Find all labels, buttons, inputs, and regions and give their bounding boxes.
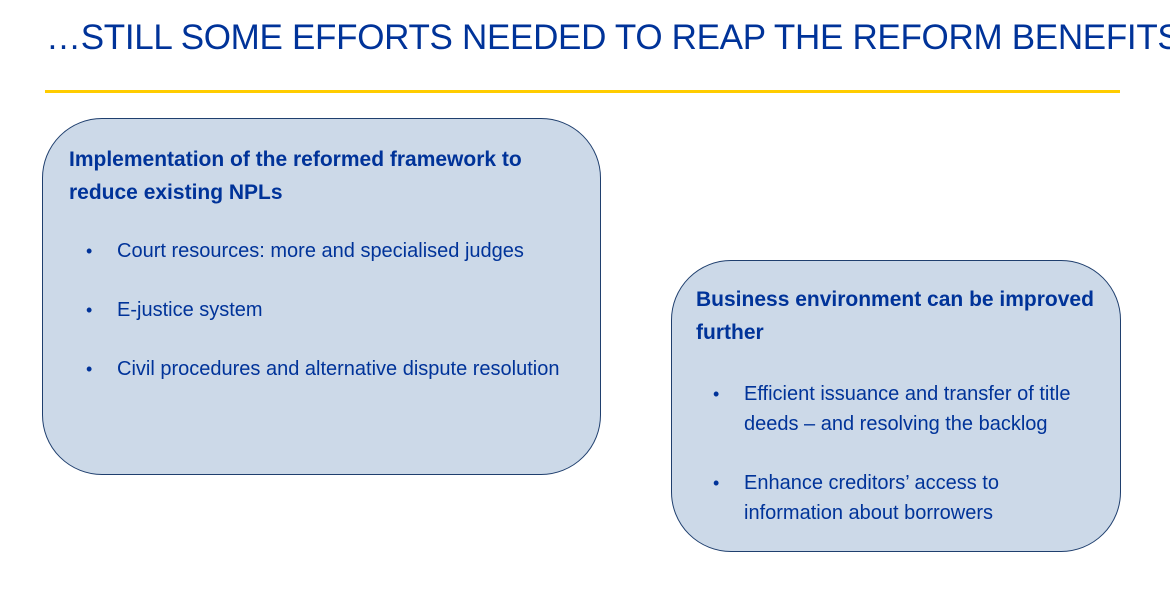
bullet-item: • E-justice system <box>69 295 580 325</box>
implementation-heading: Implementation of the reformed framework… <box>69 148 522 204</box>
title-divider <box>45 90 1120 93</box>
bullet-text: Civil procedures and alternative dispute… <box>117 358 560 380</box>
bullet-icon: • <box>713 384 720 404</box>
bullet-icon: • <box>86 241 93 261</box>
bullet-item: • Civil procedures and alternative dispu… <box>69 354 580 384</box>
business-environment-bullet-list: • Efficient issuance and transfer of tit… <box>696 379 1102 528</box>
bullet-text: Court resources: more and specialised ju… <box>117 240 524 262</box>
bullet-text: Efficient issuance and transfer of title… <box>744 383 1071 435</box>
business-environment-box: Business environment can be improved fur… <box>671 260 1121 552</box>
bullet-item: • Efficient issuance and transfer of tit… <box>696 379 1102 439</box>
implementation-bullet-list: • Court resources: more and specialised … <box>69 236 580 384</box>
slide-title: …STILL SOME EFFORTS NEEDED TO REAP THE R… <box>46 18 1170 57</box>
bullet-icon: • <box>86 359 93 379</box>
bullet-text: E-justice system <box>117 299 263 321</box>
implementation-box: Implementation of the reformed framework… <box>42 118 601 475</box>
bullet-icon: • <box>713 473 720 493</box>
bullet-item: • Enhance creditors’ access to informati… <box>696 468 1102 528</box>
business-environment-heading: Business environment can be improved fur… <box>696 288 1094 344</box>
bullet-item: • Court resources: more and specialised … <box>69 236 580 266</box>
bullet-icon: • <box>86 300 93 320</box>
bullet-text: Enhance creditors’ access to information… <box>744 472 999 524</box>
